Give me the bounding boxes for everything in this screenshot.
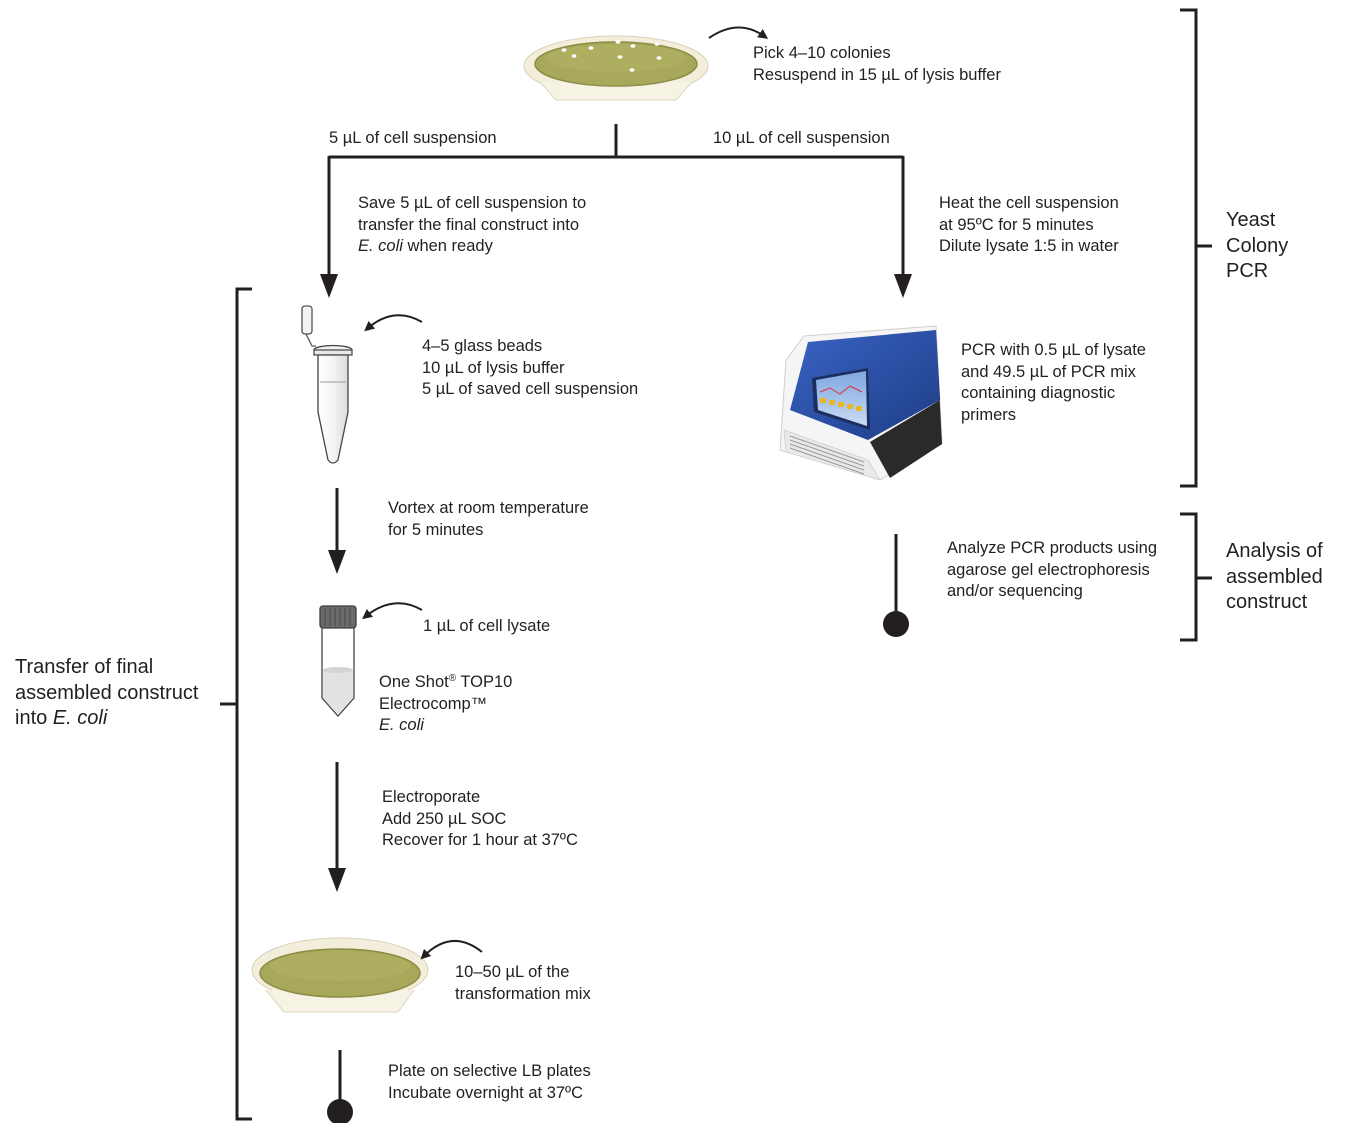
microcentrifuge-tube (301, 305, 353, 464)
product-ecoli: E. coli (379, 716, 424, 734)
registered-mark: ® (448, 673, 457, 684)
save-note-line1: Save 5 µL of cell suspension to (358, 194, 587, 212)
colony-dots (561, 40, 662, 72)
save-note-text: Save 5 µL of cell suspension to transfer… (358, 193, 586, 258)
transfer-label-line1: Transfer of final (15, 656, 154, 678)
pick-colonies-line1: Pick 4–10 colonies (753, 44, 891, 62)
analysis-label-line1: Analysis of (1226, 540, 1323, 562)
vortex-step-line1: Vortex at room temperature (388, 499, 589, 517)
save-note-line2: transfer the final construct into (358, 215, 580, 234)
analysis-label: Analysis of assembled construct (1226, 539, 1323, 616)
heat-step-line1: Heat the cell suspension (939, 194, 1119, 212)
transfer-label-line2: assembled construct (15, 681, 199, 704)
pcr-step-line3: containing diagnostic (961, 384, 1116, 402)
top-petri-dish (523, 35, 709, 101)
transformation-curved-arrow (420, 939, 483, 960)
cell-lysate-label: 1 µL of cell lysate (423, 617, 551, 635)
yeast-pcr-label: Yeast Colony PCR (1226, 208, 1288, 285)
transfer-ecoli: E. coli (52, 707, 108, 729)
product-name-one-shot: One Shot (379, 673, 449, 691)
transfer-bracket (220, 287, 252, 1121)
bead-tube-line2: 10 µL of lysis buffer (422, 358, 565, 377)
final-step-line2-text: Incubate overnight at 37ºC (388, 1083, 583, 1102)
right-branch-arrowhead (894, 274, 912, 298)
pcr-step-line4: primers (961, 405, 1017, 424)
vortex-step-text: Vortex at room temperature for 5 minutes (388, 498, 589, 541)
analyze-step-line3: and/or sequencing (947, 582, 1083, 600)
final-step-text: Plate on selective LB plates Incubate ov… (388, 1061, 591, 1104)
heat-step-line2: at 95ºC for 5 minutes (939, 215, 1094, 234)
electroporate-arrowhead (328, 868, 346, 892)
final-step-line1-text: Plate on selective LB plates (388, 1062, 591, 1080)
electroporate-line3: Recover for 1 hour at 37ºC (382, 831, 578, 849)
analysis-bracket (1180, 512, 1212, 642)
bead-tube-line3: 5 µL of saved cell suspension (422, 380, 639, 398)
split-lines (327, 124, 905, 280)
electroporate-line2: Add 250 µL SOC (382, 809, 507, 828)
pcr-step-line2: and 49.5 µL of PCR mix (961, 362, 1136, 381)
pick-curved-arrow (708, 26, 769, 39)
competent-cell-vial (319, 605, 357, 717)
save-note-when-ready: when ready (402, 237, 493, 255)
product-line2: Electrocomp™ (379, 694, 488, 713)
heat-step-text: Heat the cell suspension at 95ºC for 5 m… (939, 193, 1119, 258)
electroporate-line1: Electroporate (382, 788, 481, 806)
pick-colonies-line2: Resuspend in 15 µL of lysis buffer (753, 65, 1001, 84)
bottom-petri-dish (251, 937, 429, 1013)
transformation-line1: 10–50 µL of the (455, 963, 570, 981)
product-line1: One Shot® TOP10 (379, 672, 512, 694)
analyze-step-line1: Analyze PCR products using (947, 539, 1158, 557)
beads-curved-arrow (364, 314, 423, 332)
pcr-step-line1: PCR with 0.5 µL of lysate (961, 341, 1146, 359)
analyze-step-line2: agarose gel electrophoresis (947, 560, 1150, 579)
thermal-cycler (779, 325, 943, 481)
transfer-label: Transfer of final assembled construct in… (15, 655, 198, 732)
analyze-step-dot (883, 611, 909, 637)
transformation-mix-text: 10–50 µL of the transformation mix (455, 962, 591, 1005)
competent-cell-product-text: One Shot® TOP10 Electrocomp™ E. coli (379, 672, 512, 737)
pick-colonies-text: Pick 4–10 colonies Resuspend in 15 µL of… (753, 43, 1001, 86)
left-branch-arrowhead (320, 274, 338, 298)
heat-step-line3: Dilute lysate 1:5 in water (939, 237, 1119, 255)
yeast-pcr-label-line3: PCR (1226, 260, 1269, 282)
yeast-pcr-bracket (1180, 8, 1212, 488)
transfer-label-line3: into E. coli (15, 706, 198, 732)
bead-tube-line1: 4–5 glass beads (422, 337, 543, 355)
product-name-top10: TOP10 (456, 673, 513, 691)
yeast-pcr-label-line1: Yeast (1226, 209, 1276, 231)
yeast-pcr-label-line2: Colony (1226, 234, 1289, 257)
analysis-label-line2: assembled (1226, 565, 1323, 588)
save-note-line3: E. coli when ready (358, 236, 586, 258)
lysate-curved-arrow (362, 602, 423, 620)
electroporate-step-text: Electroporate Add 250 µL SOC Recover for… (382, 787, 578, 852)
final-step-dot (327, 1099, 353, 1123)
save-note-ecoli: E. coli (358, 237, 403, 255)
product-line3: E. coli (379, 715, 512, 737)
vortex-step-line2: for 5 minutes (388, 520, 484, 539)
transfer-into: into (15, 707, 53, 729)
analyze-step-text: Analyze PCR products using agarose gel e… (947, 538, 1157, 603)
analysis-label-line3: construct (1226, 591, 1308, 613)
transformation-line2: transformation mix (455, 984, 591, 1003)
vortex-arrowhead (328, 550, 346, 574)
right-branch-label: 10 µL of cell suspension (713, 129, 890, 147)
left-branch-label: 5 µL of cell suspension (329, 129, 497, 147)
bead-tube-text: 4–5 glass beads 10 µL of lysis buffer 5 … (422, 336, 638, 401)
pcr-step-text: PCR with 0.5 µL of lysate and 49.5 µL of… (961, 340, 1146, 426)
